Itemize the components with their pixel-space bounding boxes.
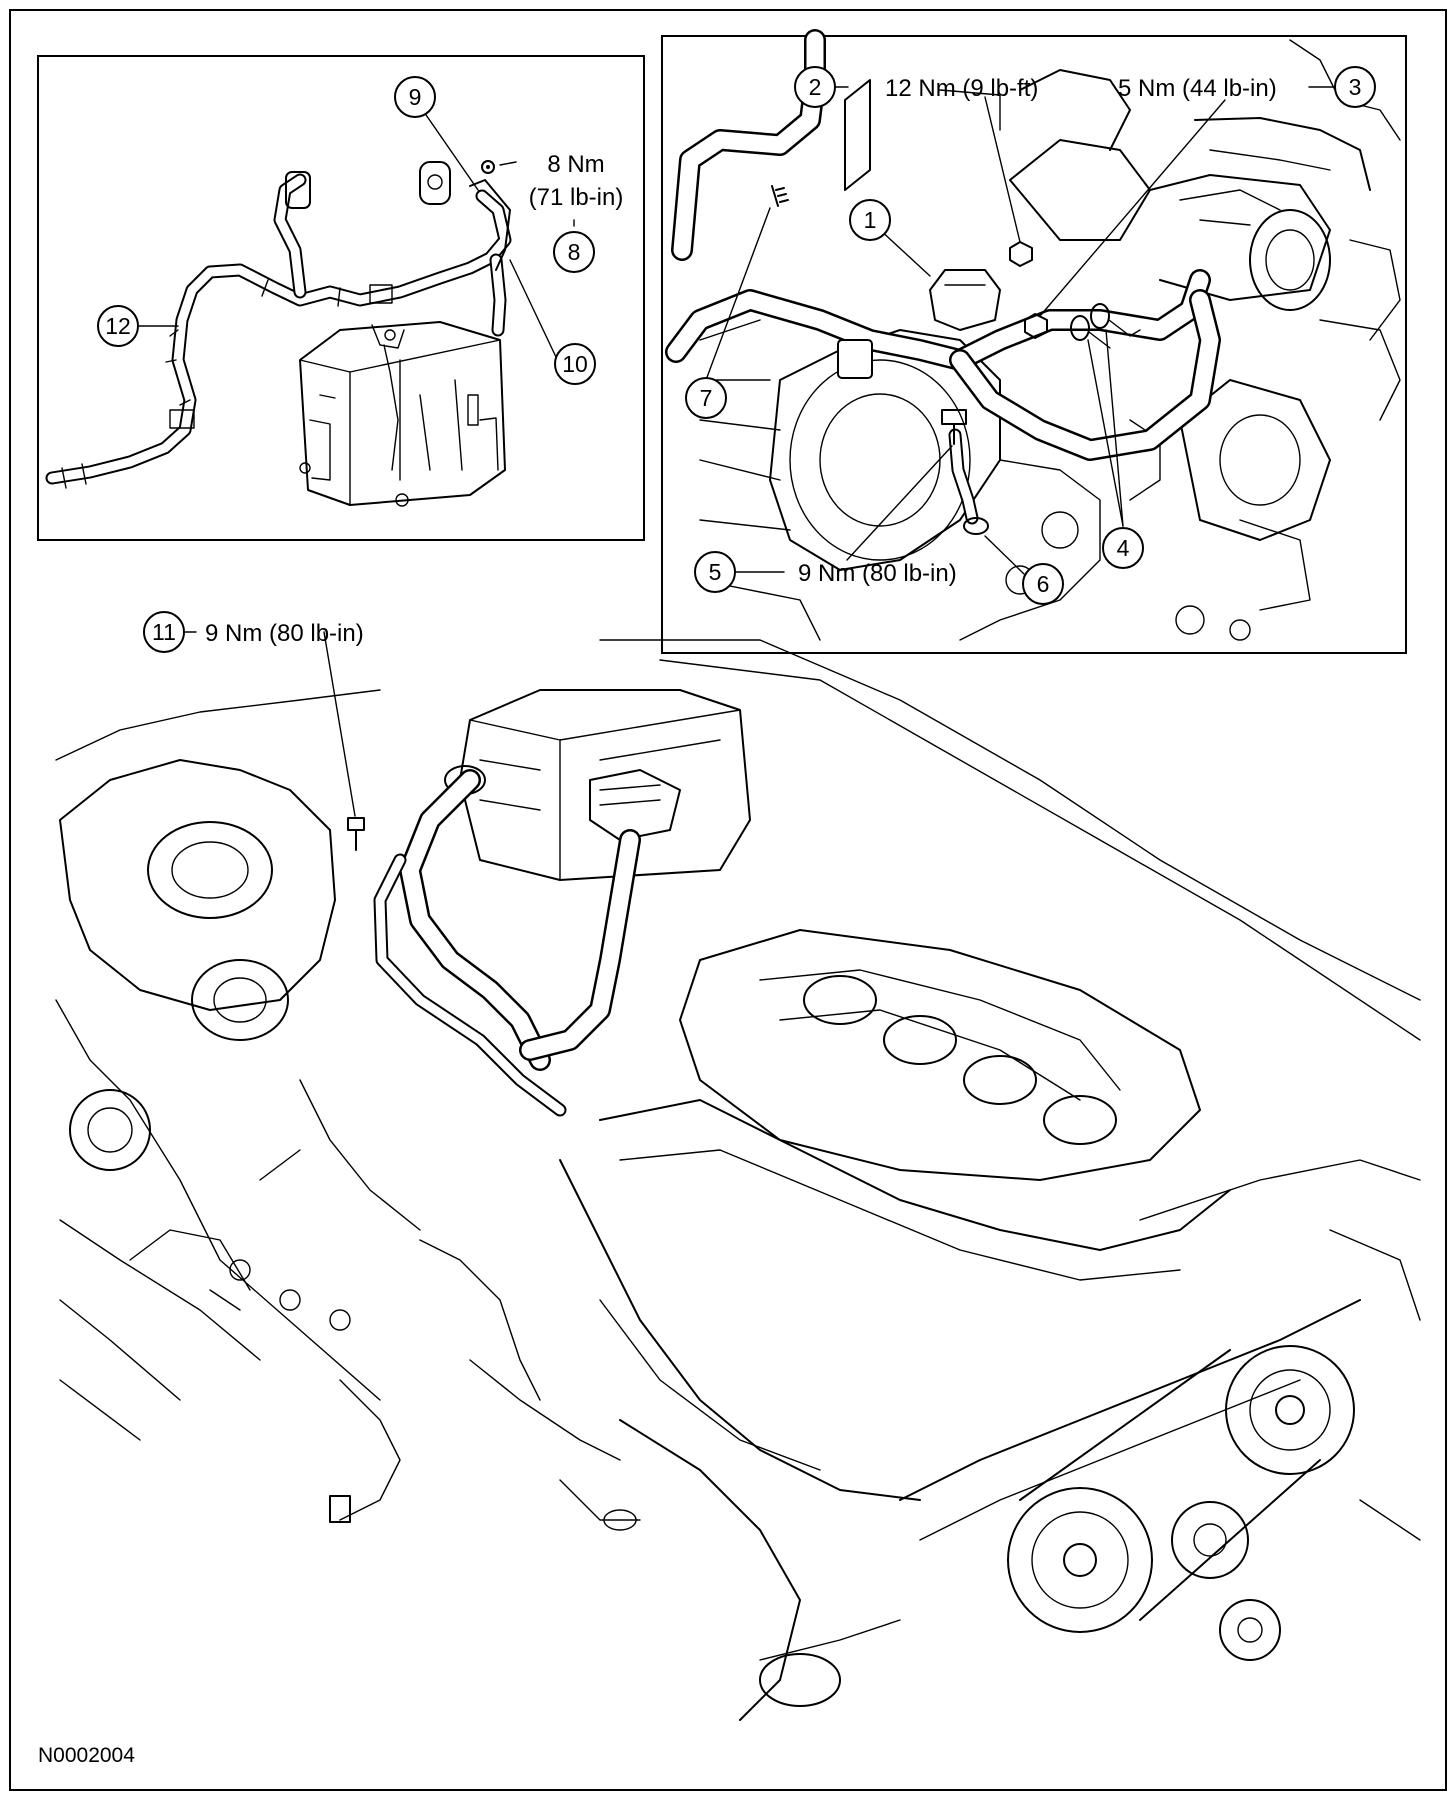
inset-right [661, 29, 1407, 654]
callout-3: 3 [1334, 66, 1376, 108]
leader-6 [984, 535, 1025, 575]
svg-text:8: 8 [568, 239, 581, 265]
callout-7: 7 [685, 377, 727, 419]
leader-1 [877, 227, 931, 277]
svg-text:12: 12 [105, 313, 131, 339]
svg-text:2: 2 [809, 74, 822, 100]
svg-text:4: 4 [1117, 535, 1130, 561]
bolt-11 [347, 817, 365, 851]
torque-11: 9 Nm (80 lb-in) [205, 620, 364, 647]
leader-10 [509, 259, 557, 358]
outer-frame [9, 9, 1447, 1791]
torque-3: 5 Nm (44 lb-in) [1118, 75, 1277, 102]
leader-4a [1087, 339, 1124, 527]
callout-10: 10 [554, 343, 596, 385]
nut-8 [481, 160, 517, 174]
figure-id: N0002004 [38, 1744, 135, 1767]
starter-drawing [844, 39, 1401, 611]
leader-11 [323, 631, 356, 817]
torque-8-lbin: (71 lb-in) [529, 184, 624, 211]
battery-tray-drawing [299, 321, 506, 507]
callout-5: 5 [694, 551, 736, 593]
harness-12-drawing [45, 161, 512, 489]
callout-9: 9 [394, 76, 436, 118]
svg-text:9: 9 [409, 84, 422, 110]
starter-terminal-1 [929, 269, 1001, 331]
ground-eyelet [419, 161, 451, 205]
svg-text:7: 7 [700, 385, 713, 411]
callout-4: 4 [1102, 527, 1144, 569]
svg-text:5: 5 [709, 559, 722, 585]
callout-8: 8 [553, 231, 595, 273]
svg-text:11: 11 [152, 619, 176, 645]
svg-text:10: 10 [562, 351, 588, 377]
leader-5b [846, 445, 953, 561]
inset-right-frame [661, 35, 1407, 654]
leader-9 [423, 111, 479, 191]
main-engine-view [55, 631, 1421, 1721]
svg-text:6: 6 [1037, 571, 1050, 597]
callout-6: 6 [1022, 563, 1064, 605]
torque-2: 12 Nm (9 lb-ft) [885, 75, 1038, 102]
callout-1: 1 [849, 199, 891, 241]
leader-7 [705, 207, 771, 381]
callout-12: 12 [97, 305, 139, 347]
torque-8-nm: 8 Nm [547, 151, 604, 178]
cable-clip [837, 339, 873, 379]
harness-connector [285, 171, 311, 209]
leader-4b [1105, 329, 1124, 527]
leader-2b [984, 96, 1021, 243]
eyelets-4 [1070, 303, 1141, 349]
leader-3b [1039, 99, 1226, 317]
svg-text:3: 3 [1349, 74, 1362, 100]
harness-connector-left [329, 1495, 351, 1523]
ground-cable-6 [948, 428, 989, 535]
torque-5: 9 Nm (80 lb-in) [798, 560, 957, 587]
pulleys [1007, 1345, 1355, 1661]
callout-11: 11 [143, 611, 185, 653]
stud-7 [771, 185, 789, 207]
callout-2: 2 [794, 66, 836, 108]
svg-text:1: 1 [864, 207, 877, 233]
inset-left [37, 55, 645, 541]
battery-drawing [444, 689, 751, 881]
bolt-5 [941, 409, 967, 445]
